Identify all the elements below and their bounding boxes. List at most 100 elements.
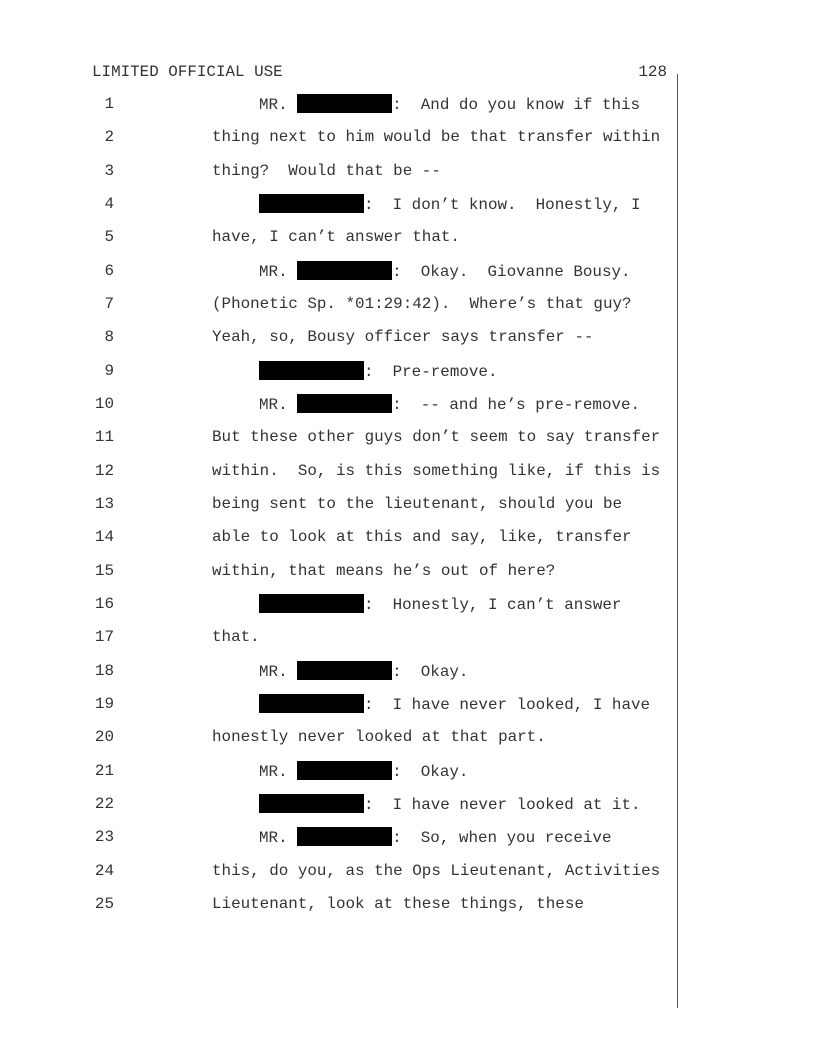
speaker-prefix: MR.	[259, 762, 298, 781]
redaction-box	[297, 827, 393, 847]
line-text: Yeah, so, Bousy officer says transfer --	[212, 328, 594, 347]
line-number: 24	[94, 861, 114, 880]
line-number: 22	[94, 794, 114, 813]
line-content: (Phonetic Sp. *01:29:42). Where’s that g…	[212, 294, 632, 314]
line-content: thing? Would that be --	[212, 161, 441, 181]
line-content: MR. : Okay. Giovanne Bousy.	[259, 260, 631, 282]
transcript-line: 2 thing next to him would be that transfe…	[0, 127, 670, 147]
line-number: 6	[104, 261, 114, 280]
transcript-line: 19 : I have never looked, I have	[0, 693, 670, 714]
redaction-box	[297, 393, 393, 413]
line-content: within, that means he’s out of here?	[212, 561, 555, 581]
line-number: 25	[94, 894, 114, 913]
line-text: : I have never looked, I have	[364, 695, 651, 714]
redaction-box	[259, 193, 364, 213]
speaker-prefix: MR.	[259, 829, 298, 848]
redaction-box	[297, 760, 393, 780]
line-text: Lieutenant, look at these things, these	[212, 894, 584, 913]
transcript-line: 10 MR. : -- and he’s pre-remove.	[0, 393, 670, 415]
transcript-line: 25 Lieutenant, look at these things, thes…	[0, 894, 670, 914]
speaker-prefix: MR.	[259, 262, 298, 281]
transcript-line: 14 able to look at this and say, like, tr…	[0, 527, 670, 547]
transcript-line: 6 MR. : Okay. Giovanne Bousy.	[0, 260, 670, 282]
line-text: thing next to him would be that transfer…	[212, 128, 661, 147]
speaker-prefix: MR.	[259, 395, 298, 414]
line-content: But these other guys don’t seem to say t…	[212, 427, 660, 447]
transcript-line: 7 (Phonetic Sp. *01:29:42). Where’s that …	[0, 294, 670, 314]
line-number: 9	[104, 361, 114, 380]
line-content: : I have never looked at it.	[259, 793, 641, 815]
line-text: that.	[212, 628, 260, 647]
line-content: being sent to the lieutenant, should you…	[212, 494, 622, 514]
transcript-line: 1 MR. : And do you know if this	[0, 94, 670, 114]
line-number: 18	[94, 661, 114, 680]
transcript-line: 21 MR. : Okay.	[0, 760, 670, 781]
transcript-line: 16 : Honestly, I can’t answer	[0, 593, 670, 615]
line-content: MR. : -- and he’s pre-remove.	[259, 393, 641, 415]
line-text: (Phonetic Sp. *01:29:42). Where’s that g…	[212, 294, 632, 313]
line-text: : Pre-remove.	[364, 362, 498, 381]
line-text: : So, when you receive	[392, 829, 612, 848]
line-text: : I don’t know. Honestly, I	[364, 195, 641, 214]
line-text: being sent to the lieutenant, should you…	[212, 494, 623, 513]
redaction-box	[297, 260, 393, 280]
speaker-prefix: MR.	[259, 96, 298, 114]
redaction-box	[297, 94, 393, 113]
line-number: 23	[94, 828, 114, 847]
line-text: : And do you know if this	[392, 96, 641, 114]
transcript-line: 9 : Pre-remove.	[0, 360, 670, 382]
line-content: have, I can’t answer that.	[212, 227, 460, 247]
transcript-line: 4 : I don’t know. Honestly, I	[0, 193, 670, 214]
line-text: : I have never looked at it.	[364, 795, 641, 814]
line-content: that.	[212, 627, 260, 647]
line-number: 14	[94, 528, 114, 547]
line-content: : Pre-remove.	[259, 360, 498, 382]
line-content: MR. : And do you know if this	[259, 94, 640, 115]
transcript-line: 15 within, that means he’s out of here?	[0, 561, 670, 581]
transcript-line: 17 that.	[0, 627, 670, 647]
line-content: MR. : Okay.	[259, 660, 469, 682]
line-number: 8	[104, 328, 114, 347]
redaction-box	[259, 360, 364, 380]
transcript-line: 20 honestly never looked at that part.	[0, 727, 670, 747]
redaction-box	[259, 593, 364, 613]
line-text: : Okay.	[392, 662, 469, 681]
line-content: this, do you, as the Ops Lieutenant, Act…	[212, 861, 660, 881]
line-text: : Okay. Giovanne Bousy.	[392, 262, 631, 281]
line-number: 7	[104, 294, 114, 313]
transcript-line: 22 : I have never looked at it.	[0, 793, 670, 815]
line-text: : -- and he’s pre-remove.	[392, 395, 641, 414]
line-number: 10	[94, 394, 114, 413]
line-text: within, that means he’s out of here?	[212, 561, 556, 580]
line-number: 19	[94, 694, 114, 713]
line-number: 4	[104, 194, 114, 213]
redaction-box	[297, 660, 393, 680]
line-text: thing? Would that be --	[212, 161, 441, 180]
line-number: 2	[104, 128, 114, 147]
line-number: 21	[94, 761, 114, 780]
line-number: 1	[104, 95, 114, 113]
line-content: able to look at this and say, like, tran…	[212, 527, 632, 547]
line-text: within. So, is this something like, if t…	[212, 461, 661, 480]
redaction-box	[259, 793, 364, 813]
line-content: Yeah, so, Bousy officer says transfer --	[212, 327, 593, 347]
line-number: 15	[94, 561, 114, 580]
line-text: able to look at this and say, like, tran…	[212, 528, 632, 547]
transcript-line: 8 Yeah, so, Bousy officer says transfer -…	[0, 327, 670, 347]
line-content: : Honestly, I can’t answer	[259, 593, 621, 615]
line-number: 16	[94, 594, 114, 613]
classification-header: LIMITED OFFICIAL USE	[92, 63, 283, 81]
line-number: 17	[94, 628, 114, 647]
line-content: honestly never looked at that part.	[212, 727, 546, 747]
speaker-prefix: MR.	[259, 662, 298, 681]
transcript-line: 5 have, I can’t answer that.	[0, 227, 670, 247]
transcript-line: 23 MR. : So, when you receive	[0, 827, 670, 847]
line-content: thing next to him would be that transfer…	[212, 127, 660, 147]
line-text: But these other guys don’t seem to say t…	[212, 428, 661, 447]
line-text: : Okay.	[392, 762, 469, 781]
line-number: 20	[94, 728, 114, 747]
line-number: 5	[104, 228, 114, 247]
